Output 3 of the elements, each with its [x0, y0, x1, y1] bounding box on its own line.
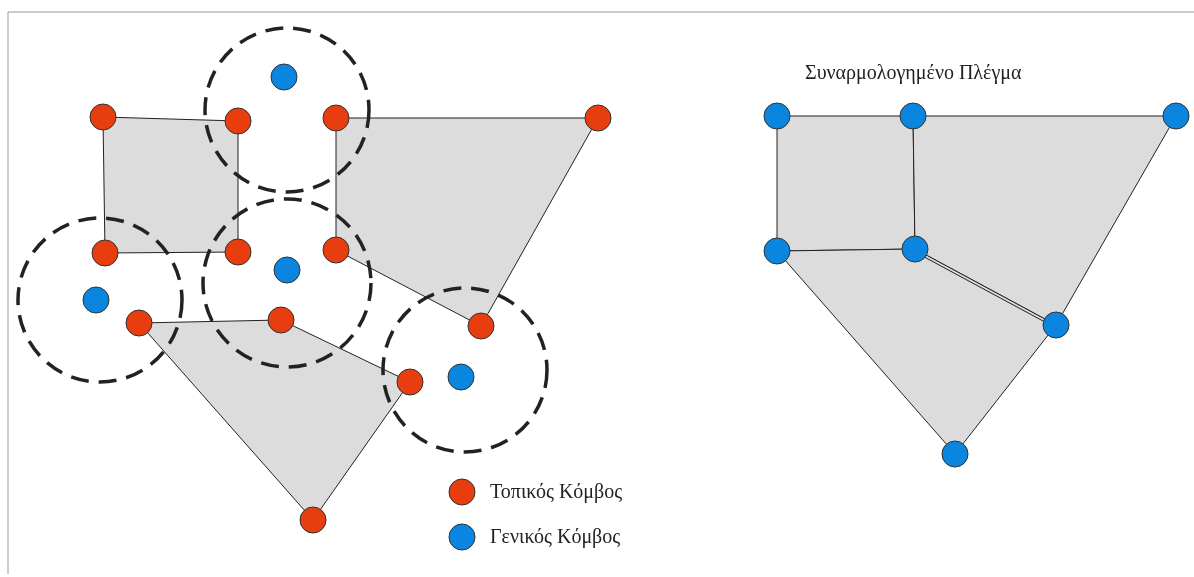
legend-label: Τοπικός Κόμβος [490, 479, 623, 503]
mesh-title: Συναρμολογημένο Πλέγμα [805, 60, 1022, 84]
legend-label: Γενικός Κόμβος [490, 524, 621, 548]
